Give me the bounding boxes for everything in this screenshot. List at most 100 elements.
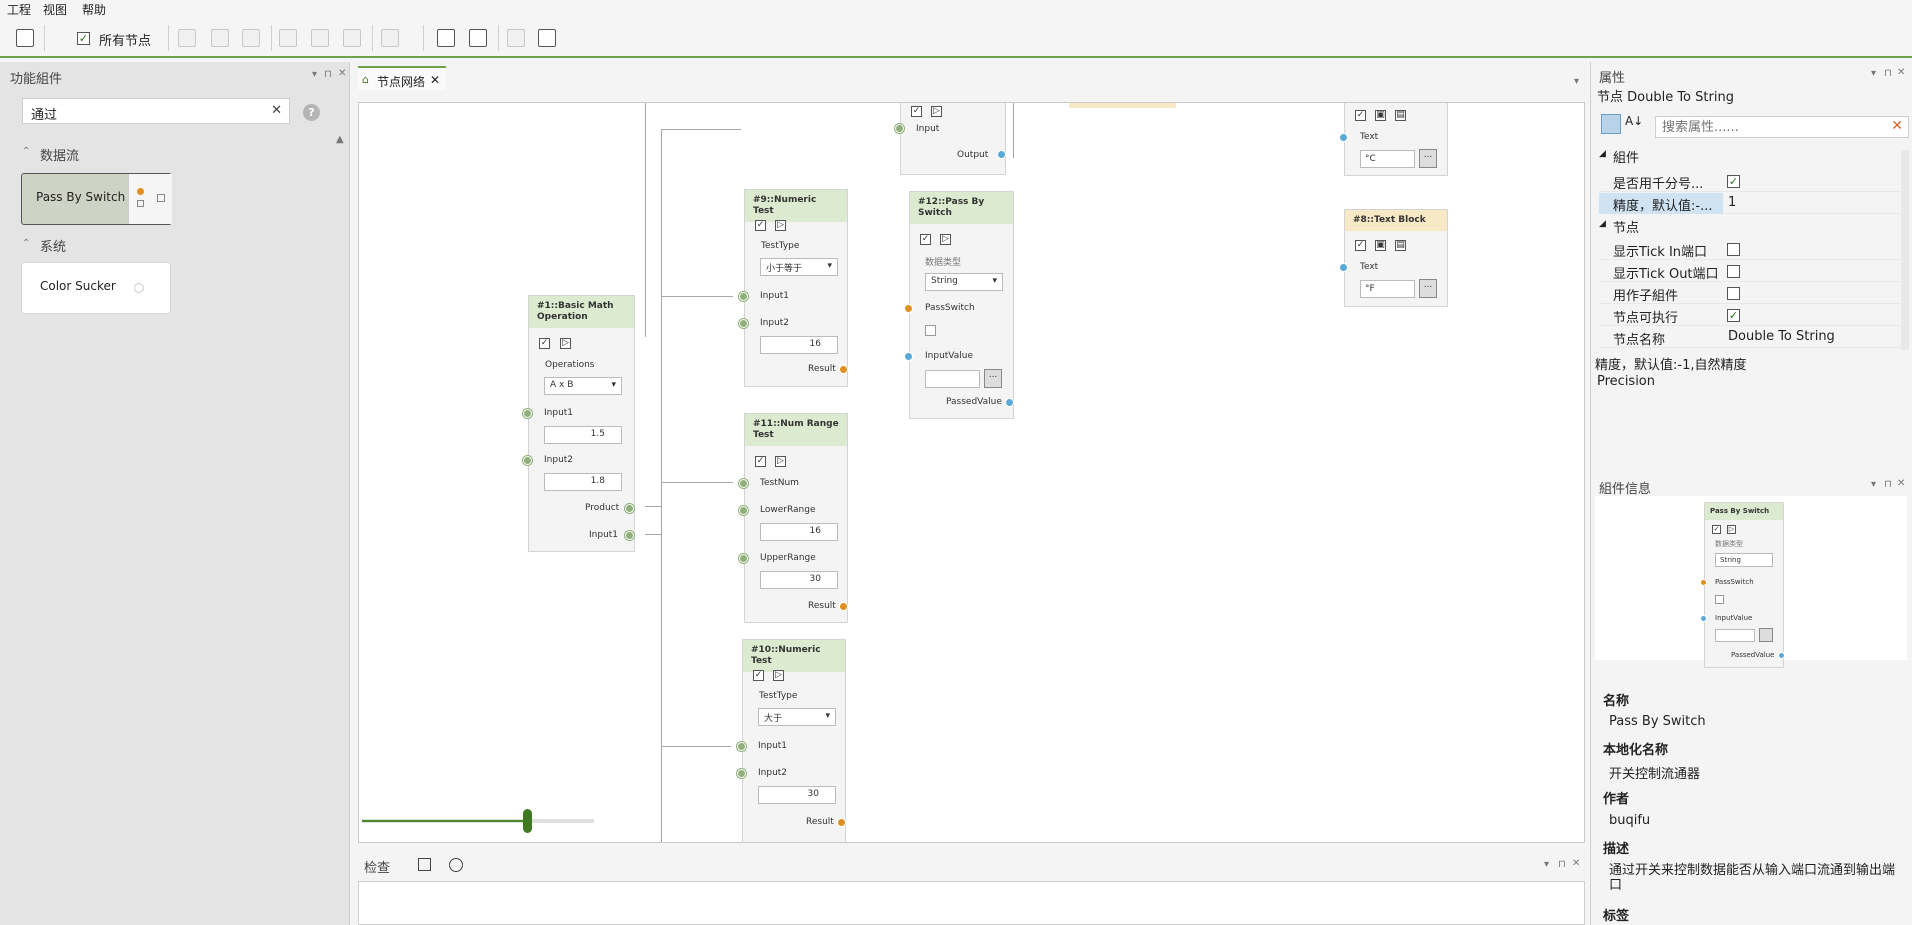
input-port[interactable] xyxy=(904,352,913,361)
property-row[interactable]: 节点名称 Double To String xyxy=(1599,327,1905,348)
property-row[interactable]: 显示Tick Out端口 xyxy=(1599,261,1905,282)
execute-icon[interactable]: ▷ xyxy=(773,670,784,681)
category-dataflow[interactable]: 数据流 xyxy=(40,149,80,164)
property-search-input[interactable]: ✕ xyxy=(1655,116,1909,138)
enable-checkbox[interactable]: ✓ xyxy=(911,106,922,117)
property-row[interactable]: 精度，默认值:-... 1 xyxy=(1599,193,1905,214)
enable-checkbox[interactable]: ✓ xyxy=(1355,110,1366,121)
enable-checkbox[interactable]: ✓ xyxy=(539,338,550,349)
categorized-icon[interactable] xyxy=(1601,114,1621,134)
node-pass-by-switch[interactable]: #12::Pass By Switch ✓ ▷ 数据类型 String▾ Pas… xyxy=(904,191,1014,419)
panel-menu-icon[interactable]: ▾ xyxy=(312,69,318,80)
output-port[interactable] xyxy=(839,602,848,611)
execute-icon[interactable]: ▷ xyxy=(775,220,786,231)
property-checkbox[interactable] xyxy=(1727,243,1740,256)
input-port[interactable] xyxy=(737,742,746,751)
scroll-up-icon[interactable]: ▲ xyxy=(336,134,344,145)
all-nodes-checkbox[interactable]: ✓ xyxy=(77,32,90,45)
settings-icon[interactable] xyxy=(381,29,399,47)
execute-icon[interactable]: ▷ xyxy=(931,106,942,117)
input2-field[interactable]: 1.8 xyxy=(544,473,622,491)
delete-icon[interactable] xyxy=(343,29,361,47)
new-node-icon[interactable] xyxy=(16,29,34,47)
lower-range-field[interactable]: 16 xyxy=(760,523,838,541)
enable-checkbox[interactable]: ✓ xyxy=(755,220,766,231)
input-port[interactable] xyxy=(739,479,748,488)
output-port[interactable] xyxy=(839,365,848,374)
property-checkbox[interactable]: ✓ xyxy=(1727,309,1740,322)
category-system[interactable]: 系统 xyxy=(40,240,67,255)
panel-menu-icon[interactable]: ▾ xyxy=(1544,859,1550,870)
testtype-select[interactable]: 大于▾ xyxy=(758,708,836,726)
slider-thumb[interactable] xyxy=(523,809,532,833)
testtype-select[interactable]: 小于等于▾ xyxy=(760,258,838,276)
text-field[interactable]: °F xyxy=(1360,280,1415,298)
enable-checkbox[interactable]: ✓ xyxy=(753,670,764,681)
expand-icon[interactable]: ◢ xyxy=(1599,149,1606,159)
enable-checkbox[interactable]: ✓ xyxy=(755,456,766,467)
property-checkbox[interactable] xyxy=(1727,265,1740,278)
tab-close-icon[interactable]: ✕ xyxy=(430,73,441,87)
component-color-sucker[interactable]: Color Sucker xyxy=(21,262,171,314)
collapse-icon[interactable]: ⌃ xyxy=(22,146,31,157)
clear-icon[interactable] xyxy=(449,858,463,872)
output-port[interactable] xyxy=(625,504,634,513)
execute-icon[interactable]: ▷ xyxy=(775,456,786,467)
collapse-icon[interactable]: ⌃ xyxy=(22,238,31,249)
log-icon[interactable] xyxy=(418,858,431,871)
pin-icon[interactable]: ⊓ xyxy=(1884,479,1892,490)
layout-icon[interactable] xyxy=(469,29,487,47)
input-port[interactable] xyxy=(904,304,913,313)
enable-checkbox[interactable]: ✓ xyxy=(1355,240,1366,251)
scrollbar[interactable] xyxy=(1901,150,1909,350)
property-value[interactable]: Double To String xyxy=(1728,329,1835,344)
input-port[interactable] xyxy=(895,124,904,133)
node-canvas[interactable]: ✓ ▷ Input Output #1::Basic Math Operatio… xyxy=(358,102,1585,843)
browse-button[interactable]: ... xyxy=(1419,279,1437,298)
node-numeric-test-9[interactable]: #9::Numeric Test ✓ ▷ TestType 小于等于▾ Inpu… xyxy=(739,189,848,387)
sort-alpha-icon[interactable]: A↓ xyxy=(1625,114,1644,128)
input-port[interactable] xyxy=(739,319,748,328)
input2-field[interactable]: 16 xyxy=(760,336,838,354)
component-search-input[interactable]: 通过 ✕ xyxy=(22,98,290,124)
zoom-slider[interactable] xyxy=(362,809,594,833)
input-port[interactable] xyxy=(739,292,748,301)
component-pass-by-switch[interactable]: Pass By Switch xyxy=(21,173,172,225)
property-row[interactable]: 节点可执行 ✓ xyxy=(1599,305,1905,326)
pin-icon[interactable]: ⊓ xyxy=(324,69,332,80)
tab-menu-icon[interactable]: ▾ xyxy=(1574,76,1580,87)
align-center-icon[interactable] xyxy=(211,29,229,47)
execute-icon[interactable]: ▷ xyxy=(560,338,571,349)
hand-icon[interactable] xyxy=(507,29,525,47)
execute-icon[interactable]: ▣ xyxy=(1375,110,1386,121)
upper-range-field[interactable]: 30 xyxy=(760,571,838,589)
passswitch-checkbox[interactable] xyxy=(925,325,936,336)
property-checkbox[interactable]: ✓ xyxy=(1727,175,1740,188)
node-text-block[interactable]: #8::Text Block ✓ ▣ ▤ Text °F ... xyxy=(1339,209,1448,307)
execute-icon[interactable]: ▣ xyxy=(1375,240,1386,251)
input-port[interactable] xyxy=(739,554,748,563)
copy-icon[interactable] xyxy=(279,29,297,47)
property-row[interactable]: 是否用千分号... ✓ xyxy=(1599,171,1905,192)
operation-select[interactable]: A x B▾ xyxy=(544,377,622,395)
enable-checkbox[interactable]: ✓ xyxy=(920,234,931,245)
property-checkbox[interactable] xyxy=(1727,287,1740,300)
node-top-partial[interactable]: ✓ ▷ Input Output xyxy=(895,103,1006,175)
output-port[interactable] xyxy=(997,150,1006,159)
panel-menu-icon[interactable]: ▾ xyxy=(1871,68,1877,79)
inputvalue-field[interactable] xyxy=(925,370,980,388)
input2-field[interactable]: 30 xyxy=(758,786,836,804)
input-port[interactable] xyxy=(523,456,532,465)
node-basic-math[interactable]: #1::Basic Math Operation ✓ ▷ Operations … xyxy=(523,295,635,552)
panel-menu-icon[interactable]: ▾ xyxy=(1871,479,1877,490)
menu-view[interactable]: 视图 xyxy=(43,3,68,17)
property-row[interactable]: 显示Tick In端口 xyxy=(1599,239,1905,260)
expand-icon[interactable]: ◢ xyxy=(1599,219,1606,229)
pin-icon[interactable]: ⊓ xyxy=(1884,68,1892,79)
clear-search-icon[interactable]: ✕ xyxy=(1891,118,1903,134)
close-icon[interactable]: ✕ xyxy=(1897,478,1906,489)
layout-icon[interactable]: ▤ xyxy=(1395,240,1406,251)
window-icon[interactable] xyxy=(437,29,455,47)
property-row[interactable]: 用作子組件 xyxy=(1599,283,1905,304)
output-port[interactable] xyxy=(625,531,634,540)
